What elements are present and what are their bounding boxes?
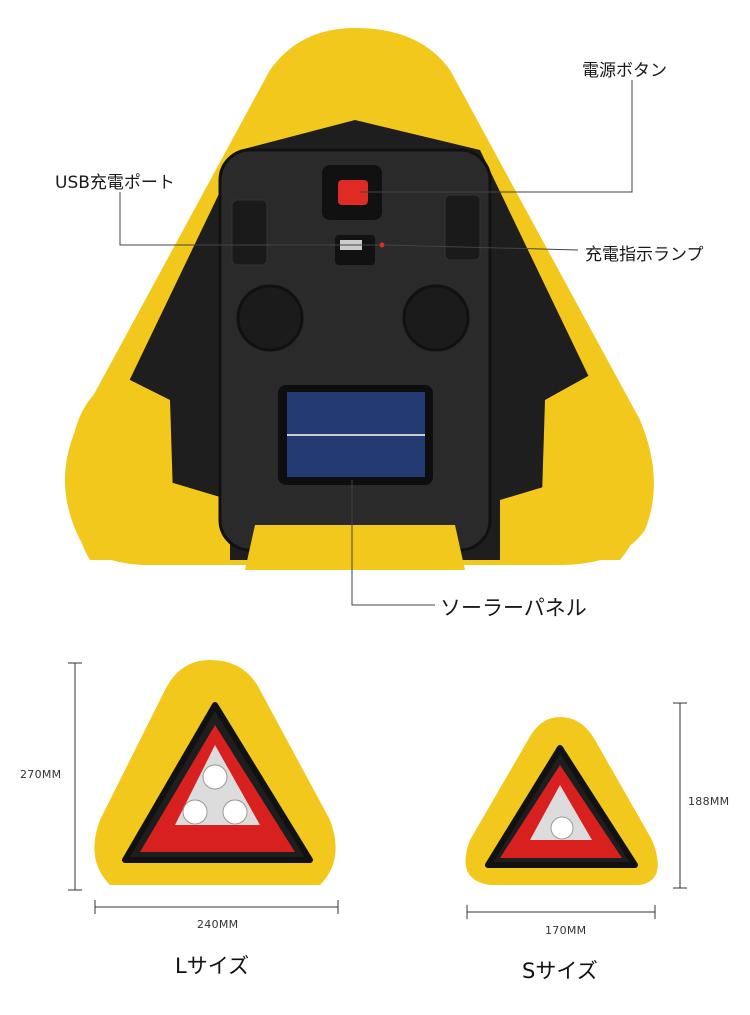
callout-charge-lamp: 充電指示ランプ (585, 245, 704, 265)
large-triangle (94, 660, 336, 885)
power-button-shape (338, 180, 368, 205)
small-size-label: Sサイズ (522, 959, 598, 983)
callout-usb-port: USB充電ポート (55, 173, 175, 193)
large-width-label: 240MM (197, 918, 239, 931)
callout-solar-panel: ソーラーパネル (440, 596, 587, 620)
large-height-label: 270MM (20, 768, 62, 781)
main-warning-triangle (65, 28, 654, 570)
small-height-label: 188MM (688, 795, 730, 808)
small-dimension-lines (466, 702, 687, 919)
large-size-label: Lサイズ (175, 954, 250, 978)
small-width-label: 170MM (545, 924, 587, 937)
small-triangle (465, 717, 658, 885)
callout-lines (119, 80, 633, 606)
callout-power-button: 電源ボタン (582, 61, 667, 81)
charge-lamp-shape (379, 242, 385, 248)
large-dimension-lines (68, 662, 339, 914)
